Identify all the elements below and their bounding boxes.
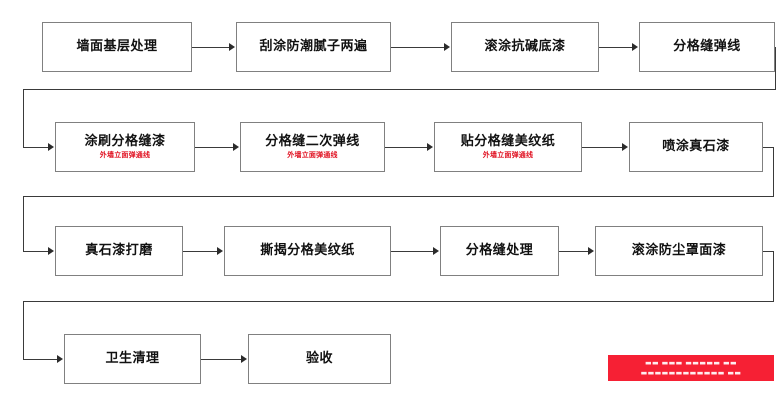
flow-node-label: 贴分格缝美纹纸 (460, 133, 556, 149)
connector-n7-n8 (582, 147, 622, 148)
connector-wrap2-in (23, 251, 48, 252)
connector-n6-n7 (385, 147, 427, 148)
connector-wrap1-in (23, 147, 48, 148)
connector-wrap3-down (773, 251, 774, 301)
flow-node-label: 喷涂真石漆 (662, 138, 730, 154)
flow-node-n4[interactable]: 分格缝弹线 (639, 22, 775, 72)
connector-n10-n11 (391, 251, 433, 252)
connector-n3-n4 (599, 47, 632, 48)
connector-wrap3-across (23, 301, 774, 302)
flow-node-n12[interactable]: 滚涂防尘罩面漆 (595, 226, 763, 276)
flow-node-label: 验收 (305, 350, 333, 366)
arrowhead-icon (444, 43, 450, 51)
watermark-line-1: ▬▬ ▬▬▬ ▬▬▬▬▬ ▬▬ (644, 358, 738, 367)
flow-node-n7[interactable]: 贴分格缝美纹纸 外墙立面弹通线 (434, 122, 582, 172)
connector-wrap2-drop (23, 196, 24, 251)
arrowhead-icon (632, 43, 638, 51)
flow-node-label: 涂刷分格缝漆 (84, 133, 166, 149)
connector-wrap3-drop (23, 301, 24, 359)
connector-wrap3-out (763, 251, 774, 252)
flow-node-label: 卫生清理 (105, 350, 160, 366)
arrowhead-icon (229, 43, 235, 51)
flow-node-n5[interactable]: 涂刷分格缝漆 外墙立面弹通线 (55, 122, 195, 172)
watermark-banner: ▬▬ ▬▬▬ ▬▬▬▬▬ ▬▬ ▬▬▬▬▬▬▬▬▬▬▬▬ ▬▬ (608, 355, 774, 381)
connector-wrap1-down (775, 47, 776, 89)
connector-wrap1-across (23, 89, 776, 90)
flow-node-n11[interactable]: 分格缝处理 (440, 226, 559, 276)
flow-node-n6[interactable]: 分格缝二次弹线 外墙立面弹通线 (240, 122, 385, 172)
arrowhead-icon (48, 247, 54, 255)
flow-node-n1[interactable]: 墙面基层处理 (42, 22, 192, 72)
flow-node-label: 墙面基层处理 (76, 38, 158, 54)
connector-n13-n14 (201, 359, 241, 360)
flow-node-n2[interactable]: 刮涂防潮腻子两遍 (236, 22, 391, 72)
watermark-line-2: ▬▬▬▬▬▬▬▬▬▬▬▬ ▬▬ (640, 369, 742, 377)
flow-node-label: 撕揭分格美纹纸 (260, 242, 355, 258)
connector-n11-n12 (559, 251, 588, 252)
flow-node-sublabel: 外墙立面弹通线 (99, 150, 151, 159)
flow-node-label: 分格缝弹线 (673, 38, 741, 54)
flow-node-label: 分格缝二次弹线 (265, 133, 360, 149)
arrowhead-icon (433, 247, 439, 255)
flow-node-n3[interactable]: 滚涂抗碱底漆 (451, 22, 599, 72)
flow-node-sublabel: 外墙立面弹通线 (287, 150, 338, 159)
connector-n1-n2 (192, 47, 229, 48)
connector-wrap2-across (23, 196, 774, 197)
arrowhead-icon (588, 247, 594, 255)
flow-node-label: 滚涂防尘罩面漆 (631, 242, 727, 258)
connector-n9-n10 (183, 251, 217, 252)
flow-node-label: 刮涂防潮腻子两遍 (259, 38, 368, 54)
arrowhead-icon (622, 143, 628, 151)
flow-node-n14[interactable]: 验收 (248, 334, 391, 384)
arrowhead-icon (241, 355, 247, 363)
connector-wrap1-drop (23, 89, 24, 147)
arrowhead-icon (217, 247, 223, 255)
flow-node-label: 分格缝处理 (465, 242, 534, 258)
flow-node-n13[interactable]: 卫生清理 (64, 334, 201, 384)
flow-node-n8[interactable]: 喷涂真石漆 (629, 122, 763, 172)
flow-node-sublabel: 外墙立面弹通线 (482, 150, 534, 159)
flow-node-label: 滚涂抗碱底漆 (484, 38, 566, 54)
flow-node-n9[interactable]: 真石漆打磨 (55, 226, 183, 276)
connector-wrap3-in (23, 359, 57, 360)
arrowhead-icon (233, 143, 239, 151)
connector-n2-n3 (391, 47, 444, 48)
arrowhead-icon (427, 143, 433, 151)
flow-node-n10[interactable]: 撕揭分格美纹纸 (224, 226, 391, 276)
connector-n5-n6 (195, 147, 233, 148)
arrowhead-icon (57, 355, 63, 363)
connector-wrap2-down (773, 147, 774, 196)
connector-wrap2-out (763, 147, 774, 148)
flow-node-label: 真石漆打磨 (85, 242, 153, 258)
arrowhead-icon (48, 143, 54, 151)
